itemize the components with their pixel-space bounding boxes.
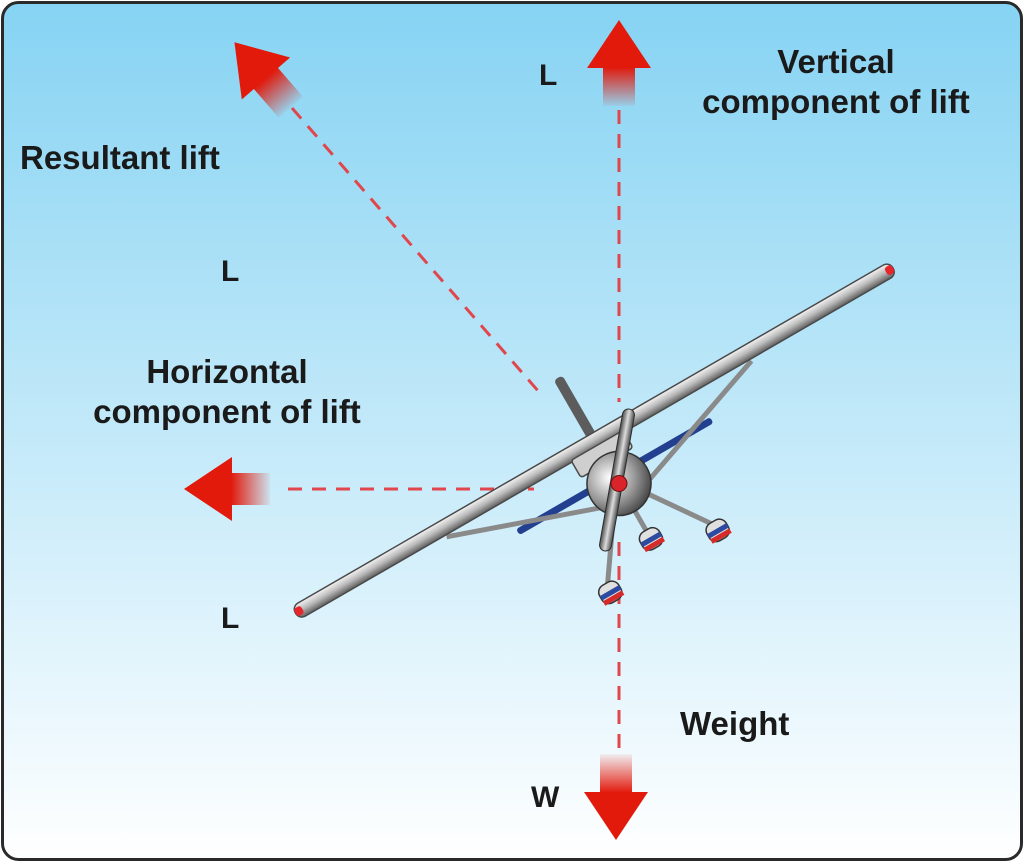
resultant-lift-line	[290, 107, 541, 393]
lift-symbol-vertical: L	[539, 59, 558, 92]
horizontal-component-label: Horizontal component of lift	[66, 352, 388, 431]
lift-symbol-lower: L	[221, 602, 240, 635]
vertical-component-line1: Vertical	[777, 43, 895, 80]
weight-symbol: W	[531, 781, 560, 814]
horizontal-component-line2: component of lift	[93, 392, 361, 430]
lift-symbol-resultant: L	[221, 255, 240, 288]
banked-airplane	[293, 263, 895, 618]
resultant-lift-label: Resultant lift	[20, 139, 220, 176]
horizontal-component-line1: Horizontal	[146, 353, 308, 390]
weight-label: Weight	[680, 705, 790, 742]
vertical-component-line2: component of lift	[702, 82, 970, 120]
vertical-component-label: Vertical component of lift	[680, 42, 992, 121]
